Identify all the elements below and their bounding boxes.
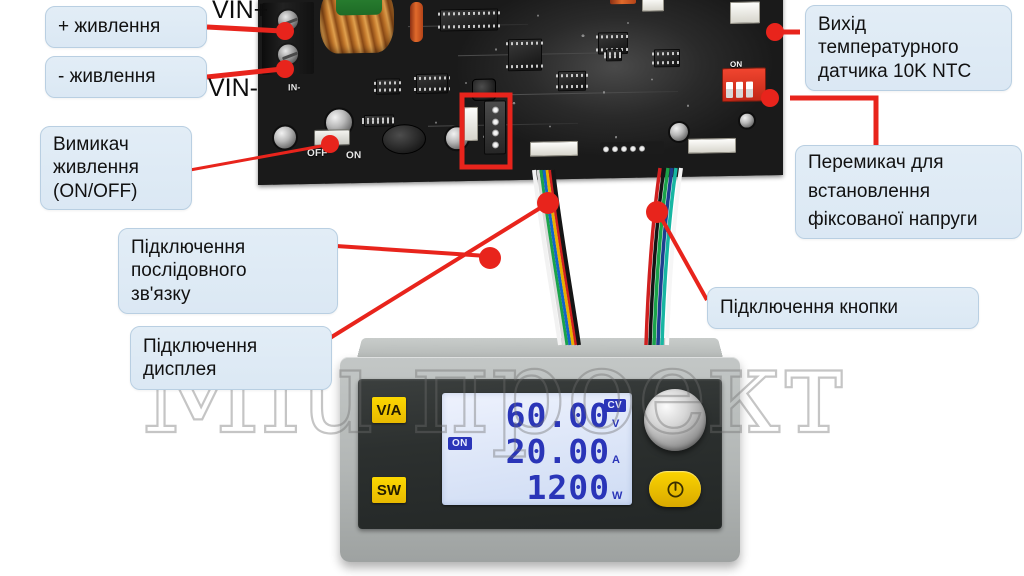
callout-button-connect-text: Підключення кнопки [720, 297, 899, 319]
power-button[interactable] [649, 471, 701, 507]
lcd-screen: CV ON 60.00 V 20.00 A 1200 W [442, 393, 632, 505]
vin-minus-label: VIN- [208, 74, 258, 102]
callout-display-connect-text: Підключення дисплея [143, 335, 258, 380]
voltage-reading: 60.00 [505, 396, 610, 435]
sw-button[interactable]: SW [372, 477, 406, 503]
callout-voltage-jumper-text: Перемикач для встановлення фіксованої на… [808, 152, 978, 231]
cv-mode-badge: CV [603, 399, 626, 412]
callout-power-plus: + живлення [45, 6, 207, 48]
display-control-unit: V/A SW CV ON 60.00 V 20.00 A 1200 W [340, 331, 740, 572]
button-ribbon-cable [644, 167, 683, 346]
power-icon [667, 481, 683, 497]
vin-plus-label: VIN+ [212, 0, 269, 24]
unit-front-panel: V/A SW CV ON 60.00 V 20.00 A 1200 W [358, 379, 722, 529]
callout-display-connect: Підключення дисплея [130, 326, 332, 390]
callout-power-minus: - живлення [45, 56, 207, 98]
callout-serial-comm-text: Підключення послідовного зв'язку [131, 237, 247, 305]
callout-power-plus-text: + живлення [58, 16, 161, 38]
callout-serial-comm: Підключення послідовного зв'язку [118, 228, 338, 314]
current-unit: A [612, 454, 620, 466]
callout-temp-sensor-text: Вихід температурного датчика 10K NTC [818, 14, 972, 82]
voltage-unit: V [612, 418, 620, 430]
callout-voltage-jumper: Перемикач для встановлення фіксованої на… [795, 145, 1022, 239]
va-button[interactable]: V/A [372, 397, 406, 423]
callout-power-minus-text: - живлення [58, 66, 156, 88]
output-on-badge: ON [448, 437, 472, 450]
callout-power-switch: Вимикач живлення (ON/OFF) [40, 126, 192, 210]
power-unit: W [612, 490, 623, 502]
current-reading: 20.00 [505, 432, 610, 471]
callout-button-connect: Підключення кнопки [707, 287, 979, 329]
power-reading: 1200 [526, 468, 610, 505]
callout-power-switch-text: Вимикач живлення (ON/OFF) [53, 134, 139, 202]
rotary-encoder-knob[interactable] [644, 389, 706, 451]
callout-temp-sensor: Вихід температурного датчика 10K NTC [805, 5, 1012, 91]
display-ribbon-cable [532, 169, 581, 346]
